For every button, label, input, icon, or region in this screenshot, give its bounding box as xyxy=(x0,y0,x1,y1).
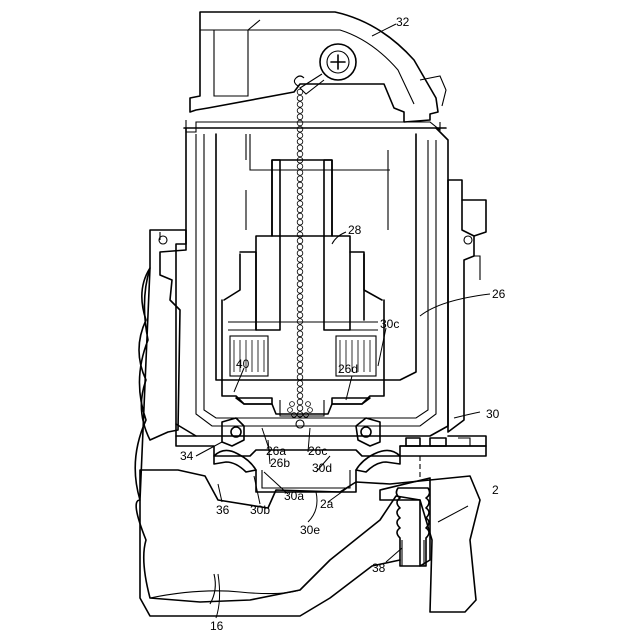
label-40: 40 xyxy=(236,357,250,371)
label-30c: 30c xyxy=(380,317,399,331)
label-2a: 2a xyxy=(320,497,334,511)
left-wall xyxy=(139,230,186,440)
label-26: 26 xyxy=(492,287,506,301)
label-30b: 30b xyxy=(250,503,270,517)
seal-region xyxy=(176,418,486,492)
label-26d: 26d xyxy=(338,362,358,376)
reference-labels: 32 28 26 30c 40 26d 30 34 26a 26c 26b 30… xyxy=(180,15,506,633)
label-30a: 30a xyxy=(284,489,304,503)
label-16: 16 xyxy=(210,619,224,633)
label-26c: 26c xyxy=(308,444,327,458)
label-2: 2 xyxy=(492,483,499,497)
label-32: 32 xyxy=(396,15,410,29)
label-26b: 26b xyxy=(270,456,290,470)
label-30e: 30e xyxy=(300,523,320,537)
label-34: 34 xyxy=(180,449,194,463)
label-30: 30 xyxy=(486,407,500,421)
leader-lines xyxy=(196,24,490,618)
label-38: 38 xyxy=(372,561,386,575)
label-28: 28 xyxy=(348,223,362,237)
threaded-pin-38 xyxy=(380,478,430,566)
label-36: 36 xyxy=(216,503,230,517)
top-cover xyxy=(184,12,446,132)
label-30d: 30d xyxy=(312,461,332,475)
